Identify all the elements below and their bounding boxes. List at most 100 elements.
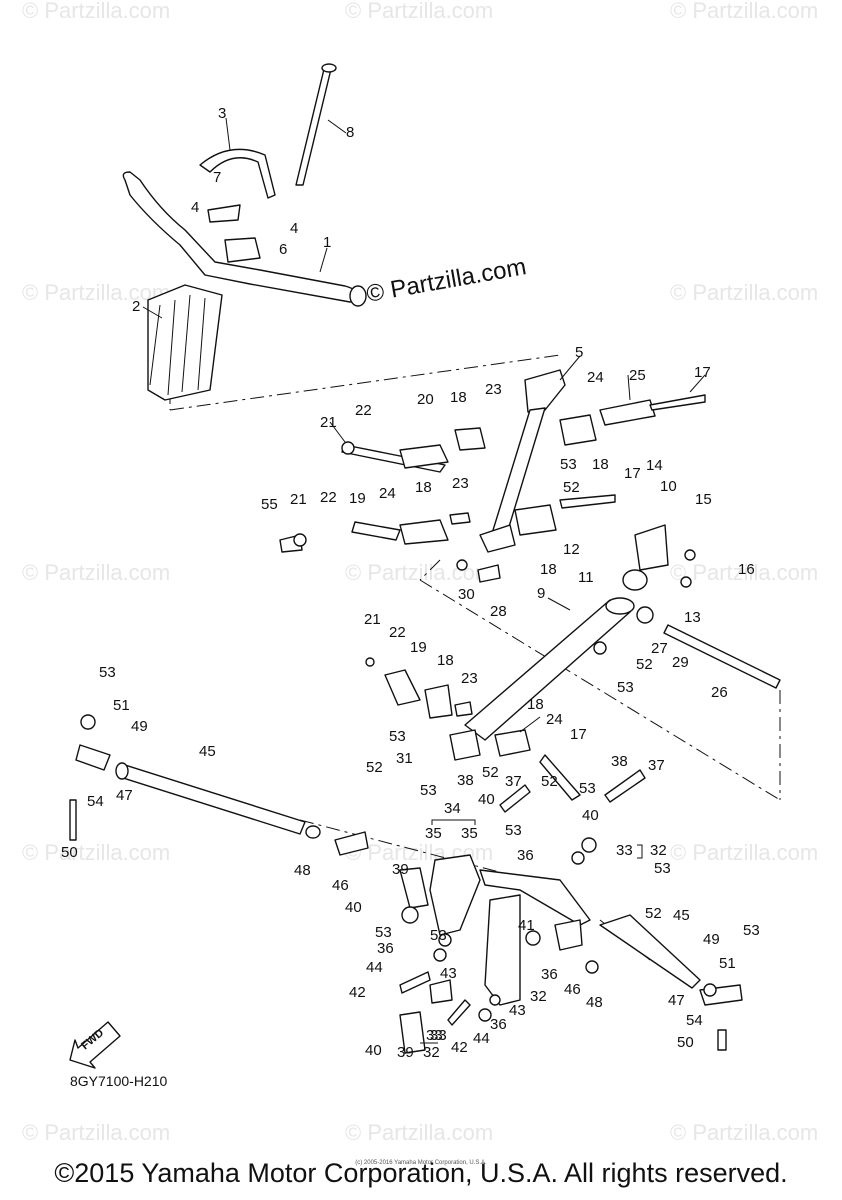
callout-20: 20 [417, 391, 434, 408]
pitman-links [365, 657, 581, 801]
callout-40a: 40 [478, 791, 495, 808]
callout-18f: 18 [527, 696, 544, 713]
callout-23c: 23 [461, 670, 478, 687]
callout-55: 55 [261, 496, 278, 513]
callout-44b: 44 [473, 1030, 490, 1047]
callout-52f: 52 [645, 905, 662, 922]
callout-53e: 53 [420, 782, 437, 799]
watermark: © Partzilla.com [22, 1120, 170, 1145]
callout-22c: 22 [389, 624, 406, 641]
callout-22b: 22 [320, 489, 337, 506]
callout-53g: 53 [654, 860, 671, 877]
callout-53i: 53 [743, 922, 760, 939]
callout-45b: 45 [673, 907, 690, 924]
callout-29: 29 [672, 654, 689, 671]
callout-21a: 21 [320, 414, 337, 431]
callout-14: 14 [646, 457, 663, 474]
callout-18d: 18 [540, 561, 557, 578]
callout-28: 28 [490, 603, 507, 620]
callout-48a: 48 [294, 862, 311, 879]
callout-54a: 54 [87, 793, 104, 810]
callout-25: 25 [629, 367, 646, 384]
callout-33b: 33 [426, 1027, 443, 1044]
bracket-marks [420, 819, 643, 1044]
callout-52a: 52 [563, 479, 580, 496]
watermark-main: © Partzilla.com [364, 253, 528, 308]
callout-42b: 42 [451, 1039, 468, 1056]
callout-41: 41 [518, 917, 535, 934]
lower-arms [399, 769, 646, 1054]
callout-39b: 39 [397, 1044, 414, 1061]
callout-32b: 32 [530, 988, 547, 1005]
callout-32c: 32 [423, 1044, 440, 1061]
callout-38a: 38 [457, 772, 474, 789]
callout-23b: 23 [452, 475, 469, 492]
watermark: © Partzilla.com [22, 560, 170, 585]
callout-52c: 52 [482, 764, 499, 781]
watermark: © Partzilla.com [670, 280, 818, 305]
callout-53b: 53 [617, 679, 634, 696]
callout-51a: 51 [113, 697, 130, 714]
callout-51b: 51 [719, 955, 736, 972]
callout-40c: 40 [345, 899, 362, 916]
callout-21c: 21 [364, 611, 381, 628]
callout-4b: 4 [290, 220, 298, 237]
callout-53k: 53 [505, 822, 522, 839]
callout-36d: 36 [490, 1016, 507, 1033]
callout-53j: 53 [430, 927, 447, 944]
callout-7: 7 [213, 169, 221, 186]
watermark-layer: © Partzilla.com © Partzilla.com © Partzi… [22, 0, 818, 1145]
callout-42a: 42 [349, 984, 366, 1001]
callout-47a: 47 [116, 787, 133, 804]
callout-19b: 19 [410, 639, 427, 656]
callout-11: 11 [578, 569, 594, 586]
watermark: © Partzilla.com [670, 840, 818, 865]
watermark: © Partzilla.com [345, 1120, 493, 1145]
callout-17c: 17 [570, 726, 587, 743]
watermark: © Partzilla.com [670, 560, 818, 585]
callout-4: 4 [191, 199, 199, 216]
callout-21b: 21 [290, 491, 307, 508]
callout-49a: 49 [131, 718, 148, 735]
fwd-arrow: FWD [69, 1021, 121, 1069]
callout-33c: 33 [430, 1027, 447, 1044]
watermark: © Partzilla.com [345, 560, 493, 585]
callout-6: 6 [279, 241, 287, 258]
watermark: © Partzilla.com [22, 840, 170, 865]
callout-52b: 52 [636, 656, 653, 673]
callout-5: 5 [575, 344, 583, 361]
callout-18e: 18 [437, 652, 454, 669]
callout-37a: 37 [505, 773, 522, 790]
watermark: © Partzilla.com [670, 0, 818, 23]
callout-30: 30 [458, 586, 475, 603]
callout-53h: 53 [375, 924, 392, 941]
steering-column [279, 369, 706, 591]
callout-36a: 36 [517, 847, 534, 864]
callout-23a: 23 [485, 381, 502, 398]
callout-17a: 17 [694, 364, 711, 381]
callout-13: 13 [684, 609, 701, 626]
callout-50a: 50 [61, 844, 78, 861]
callout-35b: 35 [461, 825, 478, 842]
leader-lines [142, 117, 706, 733]
small-print: (c) 2005-2016 Yamaha Motor Corporation, … [355, 1160, 487, 1166]
callout-32a: 32 [650, 842, 667, 859]
callout-43b: 43 [509, 1002, 526, 1019]
callout-54b: 54 [686, 1012, 703, 1029]
callout-24a: 24 [587, 369, 604, 386]
callout-53f: 53 [579, 780, 596, 797]
callout-46a: 46 [332, 877, 349, 894]
callout-52d: 52 [366, 759, 383, 776]
callout-9: 9 [537, 585, 545, 602]
callout-53c: 53 [389, 728, 406, 745]
callout-22a: 22 [355, 402, 372, 419]
callout-3: 3 [218, 105, 226, 122]
reference-code: 8GY7100-H210 [70, 1073, 168, 1089]
callout-43a: 43 [440, 965, 457, 982]
callout-18c: 18 [415, 479, 432, 496]
callout-38b: 38 [611, 753, 628, 770]
copyright-notice: ©2015 Yamaha Motor Corporation, U.S.A. A… [54, 1158, 788, 1188]
callout-33a: 33 [616, 842, 633, 859]
callout-19a: 19 [349, 490, 366, 507]
watermark: © Partzilla.com [22, 280, 170, 305]
